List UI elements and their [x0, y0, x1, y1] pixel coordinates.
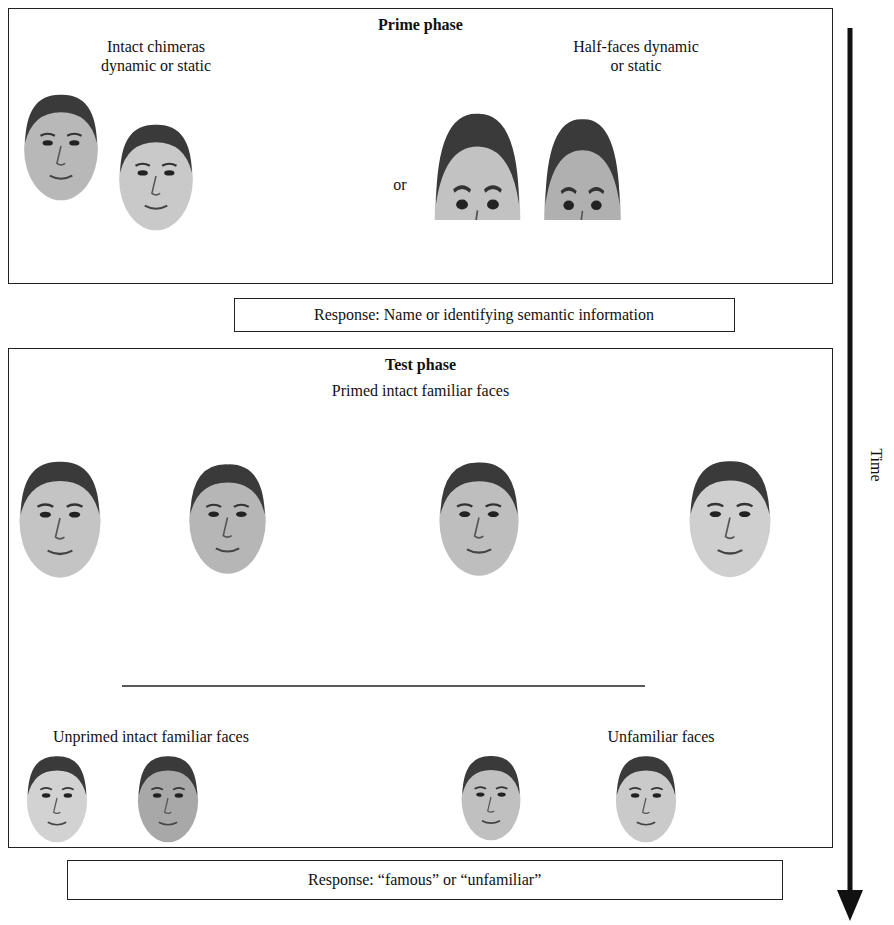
group-label: Unprimed intact familiar faces: [21, 727, 281, 746]
group-label: Unfamiliar faces: [581, 727, 741, 746]
response-text: Response: Name or identifying semantic i…: [314, 305, 654, 324]
response-text: Response: “famous” or “unfamiliar”: [308, 870, 541, 889]
group-label: Half-faces dynamic or static: [571, 37, 701, 75]
axis-label: Time: [867, 448, 885, 481]
phase-title: Test phase: [9, 355, 832, 374]
phase-panel: Test phasePrimed intact familiar facesUn…: [8, 348, 833, 848]
group-label: Intact chimeras dynamic or static: [91, 37, 221, 75]
response-box: Response: “famous” or “unfamiliar”: [67, 860, 783, 900]
response-box: Response: Name or identifying semantic i…: [234, 298, 735, 332]
group-label: or: [385, 175, 415, 194]
phase-title: Prime phase: [9, 15, 832, 34]
group-label: Primed intact familiar faces: [9, 381, 832, 400]
phase-panel: Prime phaseIntact chimeras dynamic or st…: [8, 8, 833, 284]
